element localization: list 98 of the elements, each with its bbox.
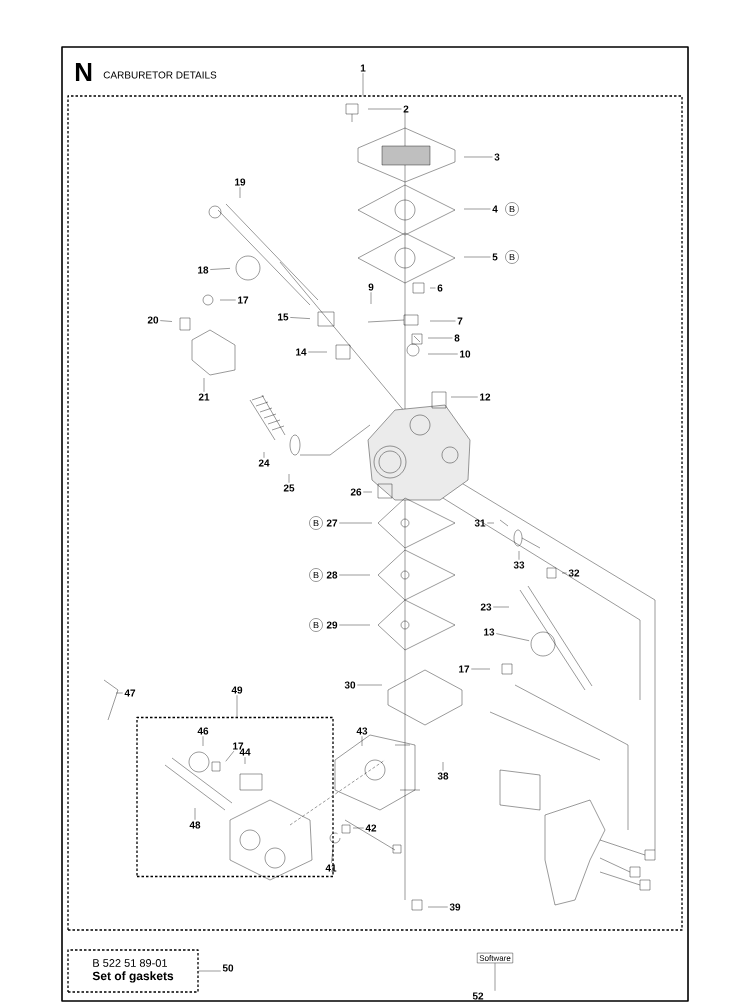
- leader-line: [363, 491, 373, 493]
- leader-line: [427, 353, 458, 355]
- leader-line: [362, 72, 364, 96]
- callout-number: 27: [326, 519, 338, 527]
- callout-number: 44: [239, 748, 251, 756]
- callout-number: 20: [147, 316, 159, 324]
- leader-line: [352, 827, 364, 829]
- circled-letter: B: [505, 202, 519, 216]
- leader-line: [288, 473, 290, 483]
- callout-number: 32: [568, 569, 580, 577]
- circled-letter: B: [309, 618, 323, 632]
- callout-number: 39: [449, 903, 461, 911]
- leader-line: [487, 522, 495, 524]
- leader-line: [219, 299, 236, 301]
- circled-letter: B: [505, 250, 519, 264]
- leader-line: [339, 624, 371, 626]
- leader-line: [463, 208, 491, 210]
- callout-number: 15: [278, 313, 289, 321]
- callout-number: 13: [484, 628, 495, 636]
- callout-number: 48: [189, 821, 201, 829]
- leader-line: [427, 337, 453, 339]
- leader-line: [160, 320, 173, 322]
- leader-line: [496, 633, 530, 641]
- leader-line: [427, 906, 448, 908]
- dashed-frame: [136, 716, 334, 878]
- callout-number: 12: [480, 393, 491, 401]
- leader-line: [202, 736, 204, 747]
- leader-line: [357, 684, 383, 686]
- leader-line: [198, 970, 221, 972]
- callout-number: 17: [233, 742, 244, 750]
- callout-number: 1: [360, 64, 366, 72]
- leader-line: [339, 574, 371, 576]
- leader-line: [115, 692, 123, 694]
- leader-line: [361, 736, 363, 747]
- leader-line: [450, 396, 478, 398]
- leader-line: [225, 750, 235, 762]
- leader-line: [244, 756, 246, 765]
- leader-line: [518, 550, 520, 560]
- leader-line: [463, 156, 493, 158]
- leader-line: [236, 695, 238, 718]
- callout-number: 14: [296, 348, 307, 356]
- section-letter: N: [75, 63, 92, 81]
- leader-line: [494, 962, 496, 991]
- callout-number: 49: [231, 686, 243, 694]
- leader-line: [203, 377, 205, 392]
- callout-number: 41: [325, 864, 337, 872]
- callout-number: 7: [457, 317, 463, 325]
- leader-line: [339, 522, 373, 524]
- callout-number: 38: [437, 772, 449, 780]
- leader-line: [370, 292, 372, 305]
- callout-number: 19: [235, 178, 246, 186]
- leader-line: [471, 668, 491, 670]
- callout-number: 46: [197, 727, 209, 735]
- callout-number: 30: [344, 681, 356, 689]
- gasket-set-box: B 522 51 89-01 Set of gaskets: [67, 949, 199, 993]
- leader-line: [463, 256, 491, 258]
- circled-letter: B: [309, 568, 323, 582]
- callout-number: 29: [326, 621, 338, 629]
- callout-number: 10: [460, 350, 471, 358]
- leader-line: [493, 606, 510, 608]
- callout-number: 6: [437, 284, 443, 292]
- callout-number: 25: [283, 484, 295, 492]
- callout-number: 17: [238, 296, 249, 304]
- option-box: Software: [477, 952, 513, 964]
- callout-number: 18: [198, 266, 209, 274]
- callout-number: 8: [454, 334, 460, 342]
- callout-number: 26: [350, 488, 362, 496]
- leader-line: [290, 317, 311, 319]
- leader-line: [239, 187, 241, 199]
- leader-line: [429, 320, 456, 322]
- leader-line: [210, 268, 231, 270]
- callout-number: 23: [480, 603, 492, 611]
- callout-number: 4: [492, 205, 498, 213]
- callout-number: 50: [222, 964, 234, 972]
- leader-line: [263, 451, 265, 458]
- callout-number: 3: [494, 153, 500, 161]
- leader-line: [331, 843, 334, 864]
- callout-number: 28: [326, 571, 338, 579]
- callout-number: 24: [258, 459, 270, 467]
- leader-line: [367, 108, 402, 110]
- callout-number: 42: [365, 824, 377, 832]
- callout-number: 47: [124, 689, 136, 697]
- leader-line: [429, 287, 436, 289]
- callout-number: 17: [459, 665, 470, 673]
- leader-line: [194, 807, 196, 820]
- leader-line: [561, 572, 567, 574]
- callout-number: 43: [356, 727, 368, 735]
- callout-number: 33: [513, 561, 525, 569]
- callout-number: 31: [474, 519, 486, 527]
- callout-number: 52: [472, 992, 484, 1000]
- leader-line: [442, 761, 444, 771]
- callout-number: 5: [492, 253, 498, 261]
- circled-letter: B: [309, 516, 323, 530]
- callout-number: 2: [403, 105, 409, 113]
- leader-line: [308, 351, 328, 353]
- callout-number: 21: [198, 393, 210, 401]
- section-title: CARBURETOR DETAILS: [103, 71, 217, 79]
- callout-number: 9: [368, 283, 374, 291]
